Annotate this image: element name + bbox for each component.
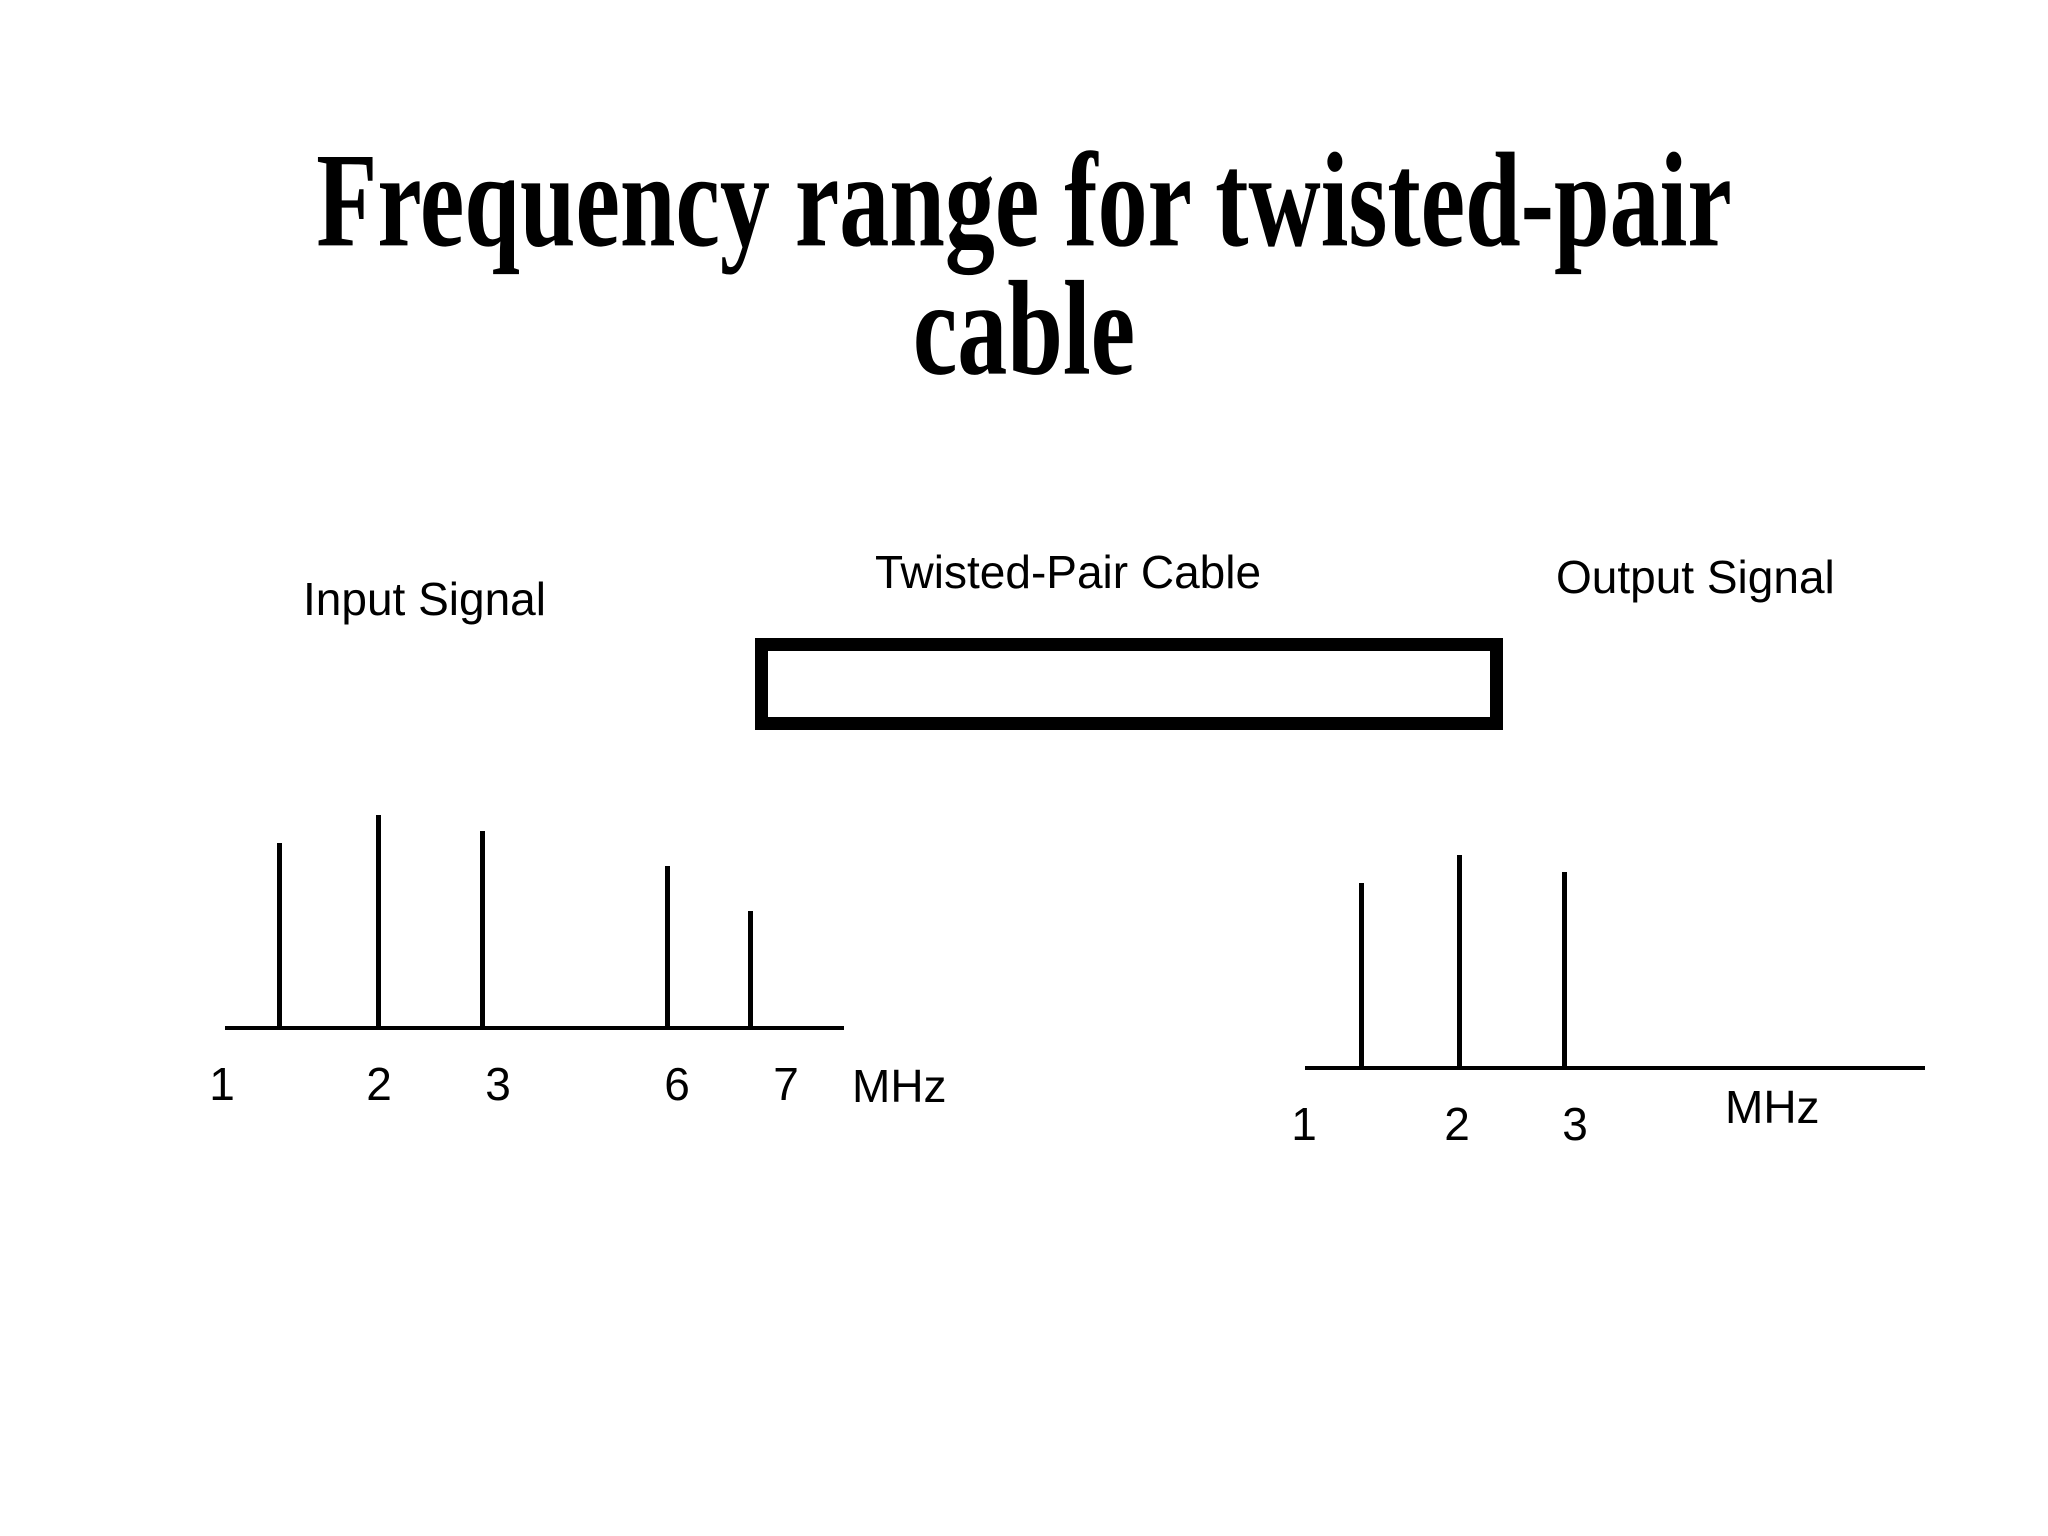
tick-label: 3 (485, 1058, 511, 1110)
unit-label: MHz (1725, 1081, 1820, 1133)
unit-label: MHz (852, 1060, 947, 1112)
spectrum-stem (747, 911, 753, 1028)
spectrum-stem (1358, 883, 1364, 1068)
tick-label: 1 (209, 1058, 235, 1110)
tick-label: 2 (366, 1058, 392, 1110)
tick-label: 1 (1291, 1098, 1317, 1150)
spectrum-stem (1456, 855, 1462, 1068)
tick-label: 2 (1444, 1098, 1470, 1150)
tick-label: 6 (664, 1058, 690, 1110)
spectrum-stem (1561, 872, 1567, 1068)
twisted-pair-cable-label: Twisted-Pair Cable (875, 546, 1262, 598)
slide-title: Frequency range for twisted-pair cable (316, 125, 1732, 404)
input-signal-label: Input Signal (303, 573, 546, 625)
spectrum-stem (276, 843, 282, 1028)
spectrum-stem (664, 866, 670, 1028)
twisted-pair-cable-box (755, 638, 1503, 730)
spectrum-axis (225, 1026, 844, 1030)
spectrum-stem (375, 815, 381, 1028)
tick-label: 3 (1562, 1098, 1588, 1150)
tick-label: 7 (773, 1058, 799, 1110)
spectrum-axis (1305, 1066, 1925, 1070)
spectrum-stem (479, 831, 485, 1028)
output-signal-label: Output Signal (1556, 551, 1835, 603)
